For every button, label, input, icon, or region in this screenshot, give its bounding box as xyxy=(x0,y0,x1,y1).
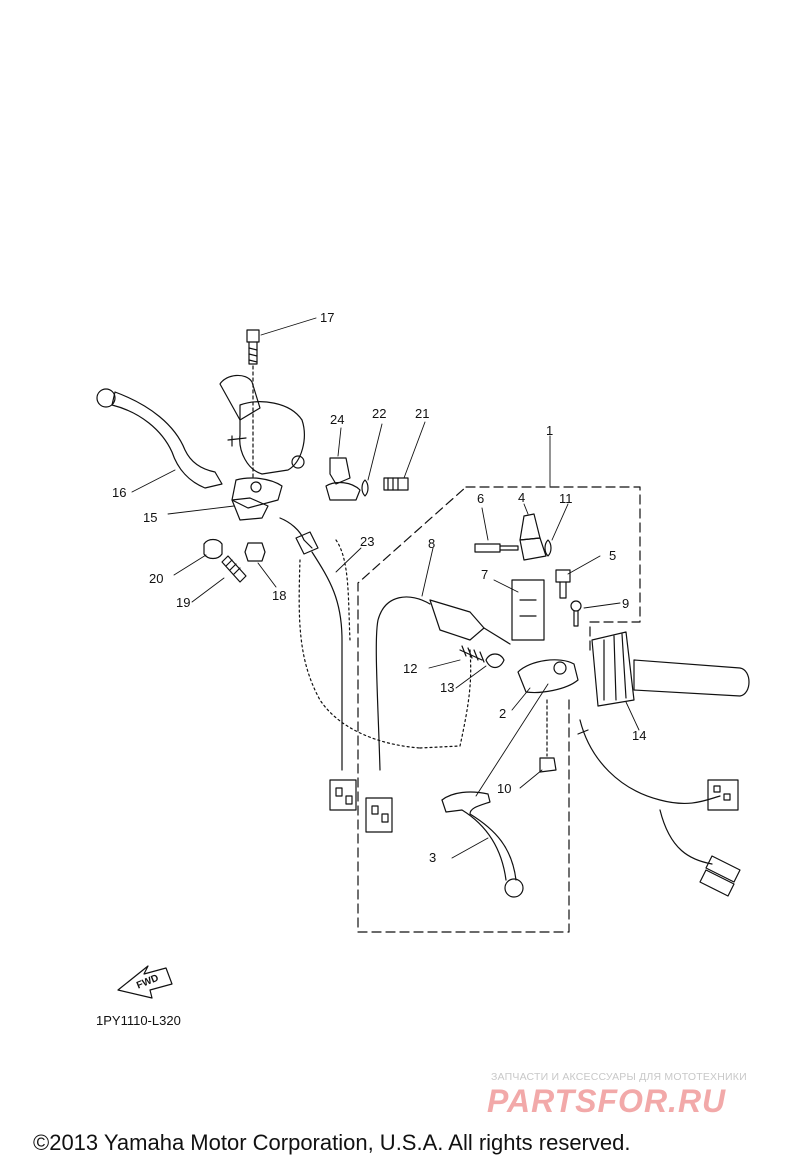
fwd-arrow-icon xyxy=(117,965,173,999)
nut-20 xyxy=(203,538,223,560)
switch-14 xyxy=(591,631,750,707)
watermark-tagline: ЗАПЧАСТИ И АКСЕССУАРЫ ДЛЯ МОТОТЕХНИКИ xyxy=(491,1071,747,1083)
bracket-2 xyxy=(517,659,579,694)
callout-1: 1 xyxy=(546,423,553,438)
callout-16: 16 xyxy=(112,485,126,500)
callout-13: 13 xyxy=(440,680,454,695)
callout-24: 24 xyxy=(330,412,344,427)
callout-5: 5 xyxy=(609,548,616,563)
callout-17: 17 xyxy=(320,310,334,325)
screw-9 xyxy=(570,600,582,627)
screw-19 xyxy=(221,555,247,583)
holder-24 xyxy=(325,457,361,501)
bolt-6 xyxy=(474,543,519,553)
callout-21: 21 xyxy=(415,406,429,421)
collar-10 xyxy=(539,757,557,773)
washer-22 xyxy=(361,479,369,497)
wire-harness xyxy=(577,719,741,897)
left-perch-body xyxy=(219,374,305,509)
copyright-notice: ©2013 Yamaha Motor Corporation, U.S.A. A… xyxy=(33,1130,631,1155)
lever-3 xyxy=(441,791,524,898)
left-lever-16 xyxy=(96,388,223,489)
callout-18: 18 xyxy=(272,588,286,603)
callout-3: 3 xyxy=(429,850,436,865)
callout-6: 6 xyxy=(477,491,484,506)
drawing-code: 1PY1110-L320 xyxy=(96,1013,181,1028)
spring-12 xyxy=(459,645,485,663)
callout-22: 22 xyxy=(372,406,386,421)
watermark-logo: PARTSFOR.RU xyxy=(487,1083,727,1119)
callout-4: 4 xyxy=(518,490,525,505)
bolt-21 xyxy=(383,477,409,491)
callout-10: 10 xyxy=(497,781,511,796)
callout-9: 9 xyxy=(622,596,629,611)
leader-lines xyxy=(131,317,640,859)
switch-4 xyxy=(519,513,547,561)
screw-5 xyxy=(555,569,571,599)
callout-8: 8 xyxy=(428,536,435,551)
bolt-17 xyxy=(246,329,260,365)
cap-13 xyxy=(485,653,505,669)
nut-18 xyxy=(244,542,266,562)
lead-7 xyxy=(511,579,545,641)
callout-12: 12 xyxy=(403,661,417,676)
callout-15: 15 xyxy=(143,510,157,525)
callout-2: 2 xyxy=(499,706,506,721)
callout-7: 7 xyxy=(481,567,488,582)
callout-numbers: 1 2 3 4 5 6 7 8 9 10 11 12 13 14 15 16 1… xyxy=(112,310,646,865)
callout-11: 11 xyxy=(559,491,573,506)
cable-8 xyxy=(365,596,511,833)
clip-11 xyxy=(544,539,552,557)
callout-19: 19 xyxy=(176,595,190,610)
cable-23 xyxy=(279,517,421,811)
callout-14: 14 xyxy=(632,728,646,743)
assembly-boundary-dashed xyxy=(357,486,641,933)
callout-23: 23 xyxy=(360,534,374,549)
callout-20: 20 xyxy=(149,571,163,586)
bracket-15 xyxy=(231,497,269,521)
